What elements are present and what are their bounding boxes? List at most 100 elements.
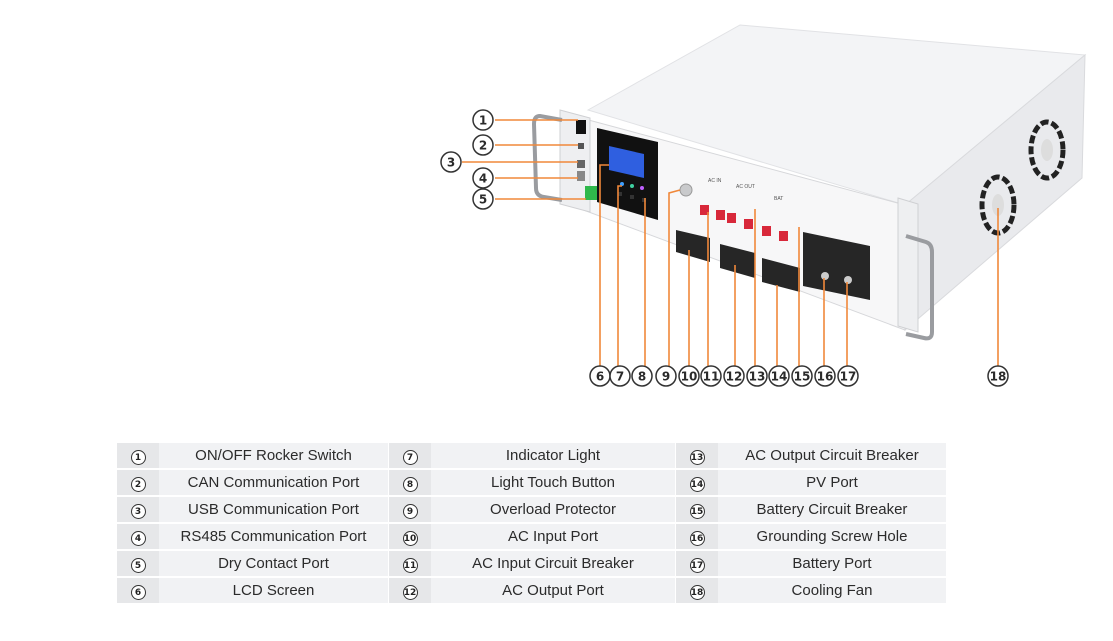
callout-11: 11 (700, 365, 722, 387)
item-number: 6 (130, 584, 146, 600)
callout-9: 9 (655, 365, 677, 387)
item-label: AC Input Circuit Breaker (431, 551, 675, 576)
callout-number: 17 (840, 370, 857, 384)
callout-2: 2 (472, 134, 494, 156)
item-number-cell: 3 (117, 497, 159, 522)
item-number: 12 (402, 584, 418, 600)
indicator-light (640, 186, 644, 190)
cooling-fan-icon (1028, 119, 1066, 181)
callout-6: 6 (589, 365, 611, 387)
touch-button (642, 198, 646, 202)
item-number-cell: 9 (389, 497, 431, 522)
item-number-cell: 7 (389, 443, 431, 468)
item-number: 9 (402, 503, 418, 519)
right-rack-ear (897, 197, 919, 333)
item-label: Cooling Fan (718, 578, 946, 603)
item-label: Grounding Screw Hole (718, 524, 946, 549)
callout-number: 2 (479, 139, 487, 153)
callout-circle (837, 365, 859, 387)
item-number-cell: 8 (389, 470, 431, 495)
rs485-port (577, 171, 585, 181)
callout-circle (700, 365, 722, 387)
item-number: 11 (402, 557, 418, 573)
callout-3: 3 (440, 151, 462, 173)
item-number-cell: 5 (117, 551, 159, 576)
item-number: 16 (689, 530, 705, 546)
callout-number: 7 (616, 370, 624, 384)
callout-circle (472, 134, 494, 156)
right-handle (905, 234, 934, 341)
callout-number: 12 (726, 370, 743, 384)
can-port (578, 143, 584, 149)
touch-button (630, 195, 634, 199)
ac-in-label: AC IN (708, 178, 722, 184)
item-number-cell: 18 (676, 578, 718, 603)
callout-circle (631, 365, 653, 387)
callout-circle (472, 109, 494, 131)
callout-number: 11 (703, 370, 720, 384)
item-number-cell: 12 (389, 578, 431, 603)
callout-circle (609, 365, 631, 387)
callout-10: 10 (678, 365, 700, 387)
item-number-cell: 10 (389, 524, 431, 549)
usb-port (577, 160, 585, 168)
indicator-light (630, 184, 634, 188)
callout-number: 10 (681, 370, 698, 384)
callout-8: 8 (631, 365, 653, 387)
callout-circle (472, 188, 494, 210)
item-number-cell: 14 (676, 470, 718, 495)
item-number: 1 (130, 449, 146, 465)
item-number-cell: 6 (117, 578, 159, 603)
battery-port-screw (844, 276, 852, 284)
callout-number: 15 (794, 370, 811, 384)
ac-out-label: AC OUT (736, 184, 755, 190)
item-number: 2 (130, 476, 146, 492)
item-label: RS485 Communication Port (159, 524, 388, 549)
bat-label: BAT (774, 196, 783, 202)
callout-circle (655, 365, 677, 387)
callout-1: 1 (472, 109, 494, 131)
callout-number: 18 (990, 370, 1007, 384)
callout-12: 12 (723, 365, 745, 387)
callout-number: 14 (771, 370, 788, 384)
callout-circle (768, 365, 790, 387)
item-number: 4 (130, 530, 146, 546)
item-label: CAN Communication Port (159, 470, 388, 495)
callout-4: 4 (472, 167, 494, 189)
item-label: ON/OFF Rocker Switch (159, 443, 388, 468)
dry-contact-port (585, 186, 597, 200)
item-label: Light Touch Button (431, 470, 675, 495)
item-number-cell: 4 (117, 524, 159, 549)
item-number-cell: 1 (117, 443, 159, 468)
callout-14: 14 (768, 365, 790, 387)
callout-circle (678, 365, 700, 387)
callout-number: 16 (817, 370, 834, 384)
item-number-cell: 15 (676, 497, 718, 522)
lcd-screen (609, 146, 644, 178)
grounding-screw (821, 272, 829, 280)
callout-15: 15 (791, 365, 813, 387)
callout-circle (472, 167, 494, 189)
item-label: Indicator Light (431, 443, 675, 468)
item-label: Overload Protector (431, 497, 675, 522)
callout-18: 18 (987, 365, 1009, 387)
item-label: LCD Screen (159, 578, 388, 603)
item-label: Battery Port (718, 551, 946, 576)
callout-circle (723, 365, 745, 387)
item-label: USB Communication Port (159, 497, 388, 522)
item-number: 3 (130, 503, 146, 519)
item-number: 17 (689, 557, 705, 573)
callout-number: 4 (479, 172, 487, 186)
callout-circle (746, 365, 768, 387)
item-number: 10 (402, 530, 418, 546)
item-number: 18 (689, 584, 705, 600)
callout-leaders (462, 119, 999, 368)
callout-circle (814, 365, 836, 387)
callout-number: 1 (479, 114, 487, 128)
